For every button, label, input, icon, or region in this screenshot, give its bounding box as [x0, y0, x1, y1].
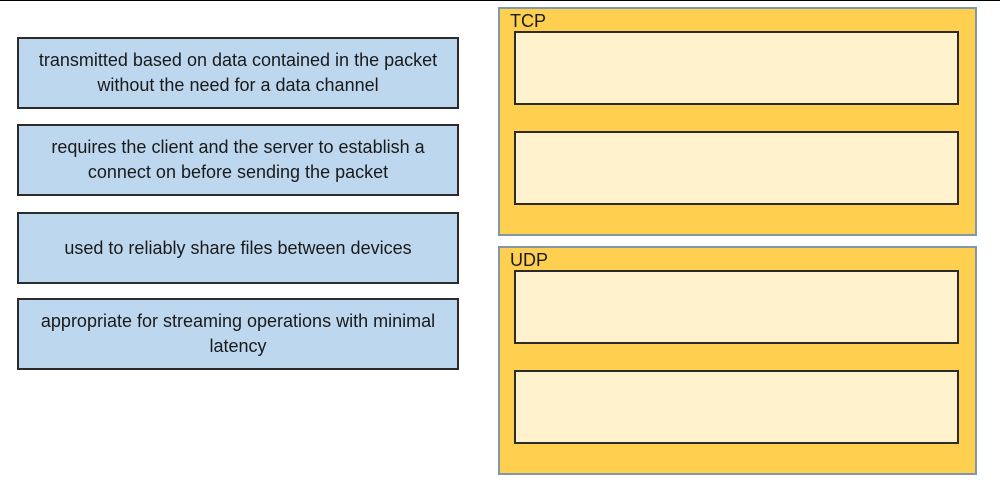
option-card-transmitted-without-data-channel[interactable]: transmitted based on data contained in t… — [17, 37, 459, 109]
tcp-drop-zone-1[interactable] — [514, 31, 959, 105]
option-text: requires the client and the server to es… — [51, 137, 425, 182]
udp-drop-zone-1[interactable] — [514, 270, 959, 344]
option-card-requires-connection[interactable]: requires the client and the server to es… — [17, 124, 459, 196]
category-udp: UDP — [498, 246, 977, 475]
option-card-reliably-share-files[interactable]: used to reliably share files between dev… — [17, 212, 459, 284]
tcp-drop-zone-2[interactable] — [514, 131, 959, 205]
option-text: used to reliably share files between dev… — [64, 237, 412, 258]
category-title-udp: UDP — [510, 250, 549, 270]
option-card-streaming-minimal-latency[interactable]: appropriate for streaming operations wit… — [17, 298, 459, 370]
option-text: transmitted based on data contained in t… — [38, 50, 438, 95]
udp-drop-zone-2[interactable] — [514, 370, 959, 444]
option-text: appropriate for streaming operations wit… — [40, 311, 436, 356]
top-border-line — [0, 0, 1000, 1]
category-title-tcp: TCP — [510, 11, 546, 31]
category-tcp: TCP — [498, 7, 977, 236]
